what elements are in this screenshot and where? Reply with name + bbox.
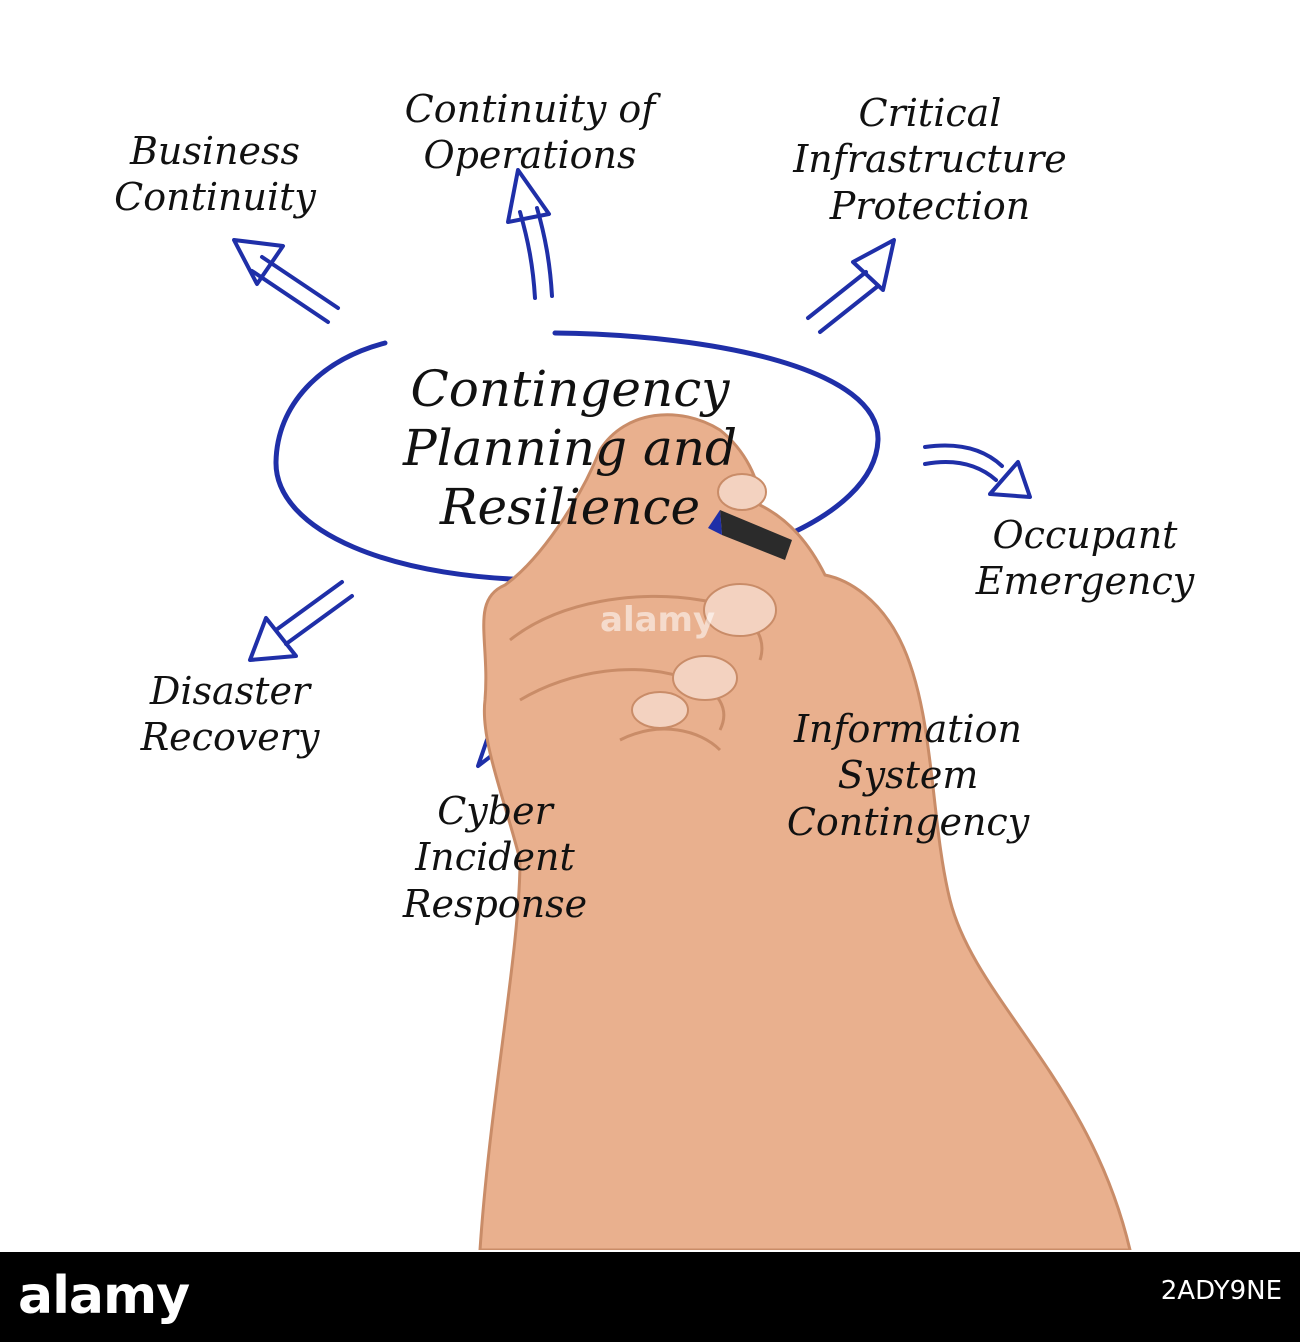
node-cyber-incident: Cyber Incident Response [402,789,588,926]
hand-illustration [478,413,1132,1252]
alamy-logo: alamy [18,1266,190,1326]
diagram-drawing [232,168,1132,1252]
node-business-continuity: Business Continuity [114,129,316,220]
marker-pen [720,510,792,560]
arrow-to-business-continuity [232,238,340,324]
center-title: Contingency Planning and Resilience [403,360,737,536]
arrow-to-occupant-emergency [923,443,1032,499]
node-information-system: Information System Contingency [786,707,1030,844]
node-continuity-of-operations: Continuity of Operations [404,87,656,178]
arrow-to-continuity-of-operations [506,168,554,300]
watermark: alamy [600,600,716,640]
image-id: 2ADY9NE [1160,1276,1282,1306]
node-critical-infrastructure: Critical Infrastructure Protection [793,91,1067,228]
arrow-to-critical-infrastructure [806,238,896,334]
arrow-to-disaster-recovery [248,580,354,662]
node-disaster-recovery: Disaster Recovery [140,669,320,760]
footer-bar: alamy 2ADY9NE [0,1252,1300,1342]
diagram-canvas: Business Continuity Continuity of Operat… [114,87,1195,1252]
node-occupant-emergency: Occupant Emergency [975,513,1195,604]
